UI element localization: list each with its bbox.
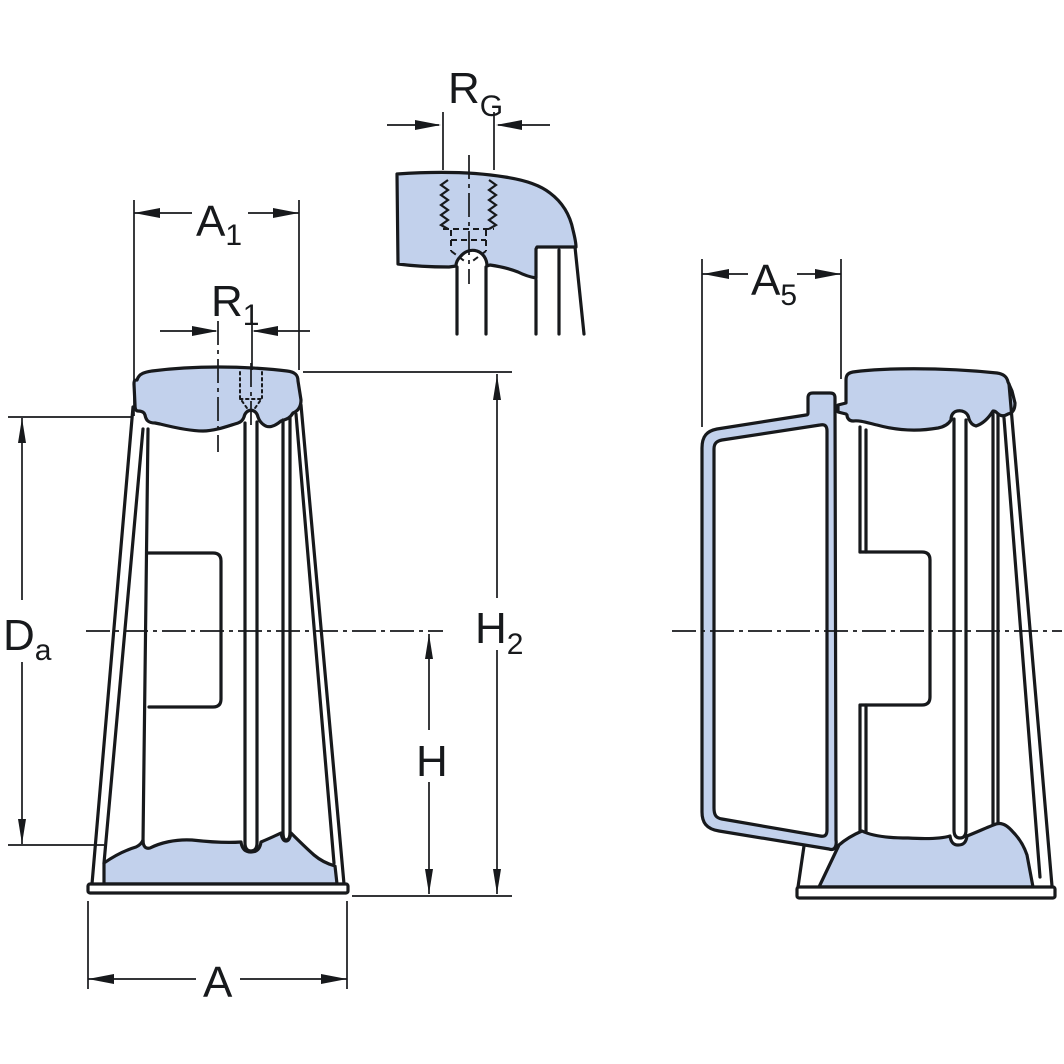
arrowhead: [815, 269, 841, 279]
dimension-a5: A5: [701, 256, 842, 427]
housing-base-section: [102, 831, 339, 886]
housing-base-section-side: [817, 821, 1035, 889]
dim-label-h2: H2: [475, 604, 523, 661]
inner-wall-right: [294, 412, 336, 865]
arrowhead: [192, 326, 218, 336]
rib-left: [141, 427, 150, 844]
arrowhead: [273, 208, 299, 218]
thread-bottom-dashed: [443, 228, 494, 264]
arrowhead: [88, 974, 114, 984]
side-rib-pair: [952, 417, 968, 840]
side-boss: [858, 550, 932, 707]
side-inner-edge: [1002, 416, 1042, 879]
dimension-da: Da: [3, 416, 133, 846]
dimension-rg: RG: [387, 64, 550, 170]
thread-profile-left: [438, 179, 450, 230]
arrowhead: [496, 120, 522, 130]
dimension-h2: H2: [303, 371, 523, 897]
grease-hole-detail-view: [395, 155, 586, 336]
arrowhead: [493, 869, 501, 894]
arrowhead: [134, 208, 160, 218]
side-section-view: [672, 367, 1062, 900]
front-section-view: [86, 321, 443, 895]
arrowhead: [425, 634, 433, 659]
grease-duct-walls: [243, 420, 259, 853]
thread-profile-right: [487, 179, 499, 230]
outer-wall-right: [299, 403, 346, 886]
bore-step-boss: [146, 551, 223, 709]
dim-label-a1: A1: [196, 197, 242, 252]
base-plate-side: [795, 885, 1057, 900]
arrowhead: [321, 974, 347, 984]
dimension-a: A: [87, 901, 348, 1007]
dim-label-a5: A5: [751, 256, 797, 312]
dim-label-r1: R1: [211, 277, 259, 332]
dim-label-h: H: [416, 737, 448, 786]
arrowhead: [703, 269, 729, 279]
base-plate: [86, 882, 350, 895]
inner-wall-left: [102, 427, 145, 865]
side-outer-edge: [1007, 382, 1054, 888]
arrowhead: [18, 418, 26, 443]
arrowhead: [493, 375, 501, 400]
side-base-front-edge: [796, 844, 806, 889]
detail-section: [395, 170, 578, 280]
grease-hole-hidden-bottom: [239, 398, 263, 412]
arrowhead: [425, 869, 433, 894]
outer-wall-left: [90, 405, 135, 886]
dimension-a1: A1: [133, 197, 300, 416]
dim-label-a: A: [203, 958, 233, 1007]
dim-label-rg: RG: [448, 64, 503, 123]
dim-label-da: Da: [3, 611, 52, 667]
dimension-r1: R1: [160, 277, 310, 370]
arrowhead: [415, 120, 441, 130]
housing-top-section-side: [836, 367, 1017, 432]
dimension-h: H: [416, 634, 448, 894]
arrowhead: [18, 819, 26, 844]
rib-right-pair: [281, 416, 292, 842]
arrowhead: [252, 326, 278, 336]
detail-outer-edge: [573, 245, 586, 336]
